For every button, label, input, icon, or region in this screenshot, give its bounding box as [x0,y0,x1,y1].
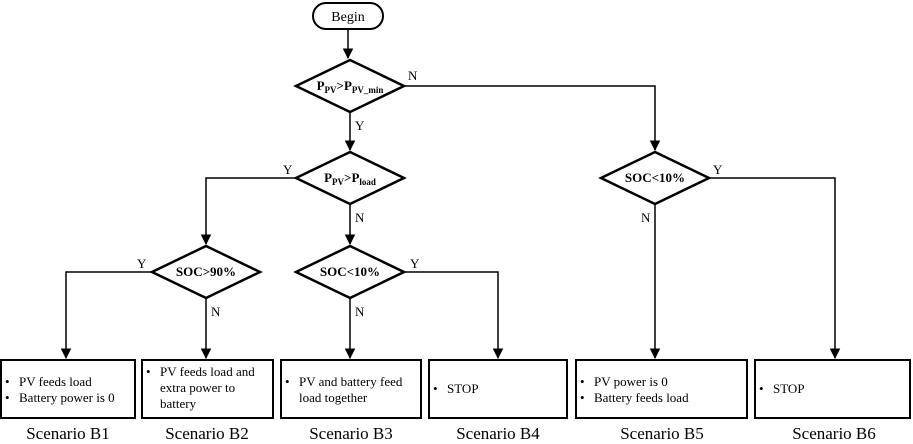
decision-soc-90-label: SOC>90% [176,264,236,279]
box-b4-text: STOP [431,381,565,397]
scenario-b5-caption: Scenario B5 [620,424,704,443]
box-b1-item: PV feeds load [3,374,133,390]
scenario-b4-caption: Scenario B4 [456,424,540,443]
decision-ppv-min-label: PPV>PPV_min [317,78,384,95]
label-d4-no: N [355,304,365,319]
label-d4-yes: Y [410,256,420,271]
box-b6-text: STOP [757,381,907,397]
scenario-b2-caption: Scenario B2 [165,424,249,443]
decision-soc-10-mid-label: SOC<10% [320,264,380,279]
edge-d5-b6 [709,177,841,360]
edge-d1-d5 [404,85,661,152]
box-b2-item: PV feeds load and extra power to battery [144,364,272,412]
box-b6-item: STOP [757,381,907,397]
label-d5-yes: Y [713,162,723,177]
box-b4-item: STOP [431,381,565,397]
edge-d3-b1 [60,271,152,360]
decision-pload-label: PPV>Pload [324,170,376,187]
begin-label: Begin [331,10,364,25]
edge-d4-b4 [404,271,504,360]
box-b3-item: PV and battery feed load together [283,374,419,406]
box-b5-item: PV power is 0 [578,374,744,390]
scenario-b3-caption: Scenario B3 [309,424,393,443]
box-b2-text: PV feeds load and extra power to battery [144,364,272,412]
label-d3-yes: Y [137,256,147,271]
edge-d2-d3 [200,177,296,246]
label-d1-yes: Y [355,118,365,133]
decision-soc-10-right-label: SOC<10% [625,170,685,185]
label-d5-no: N [641,210,651,225]
box-b5-item: Battery feeds load [578,390,744,406]
scenario-b6-caption: Scenario B6 [792,424,876,443]
label-d2-yes: Y [283,162,293,177]
label-d2-no: N [355,210,365,225]
label-d3-no: N [211,304,221,319]
label-d1-no: N [408,68,418,83]
box-b5-text: PV power is 0 Battery feeds load [578,374,744,406]
box-b1-text: PV feeds load Battery power is 0 [3,374,133,406]
scenario-b1-caption: Scenario B1 [26,424,110,443]
box-b1-item: Battery power is 0 [3,390,133,406]
box-b3-text: PV and battery feed load together [283,374,419,406]
